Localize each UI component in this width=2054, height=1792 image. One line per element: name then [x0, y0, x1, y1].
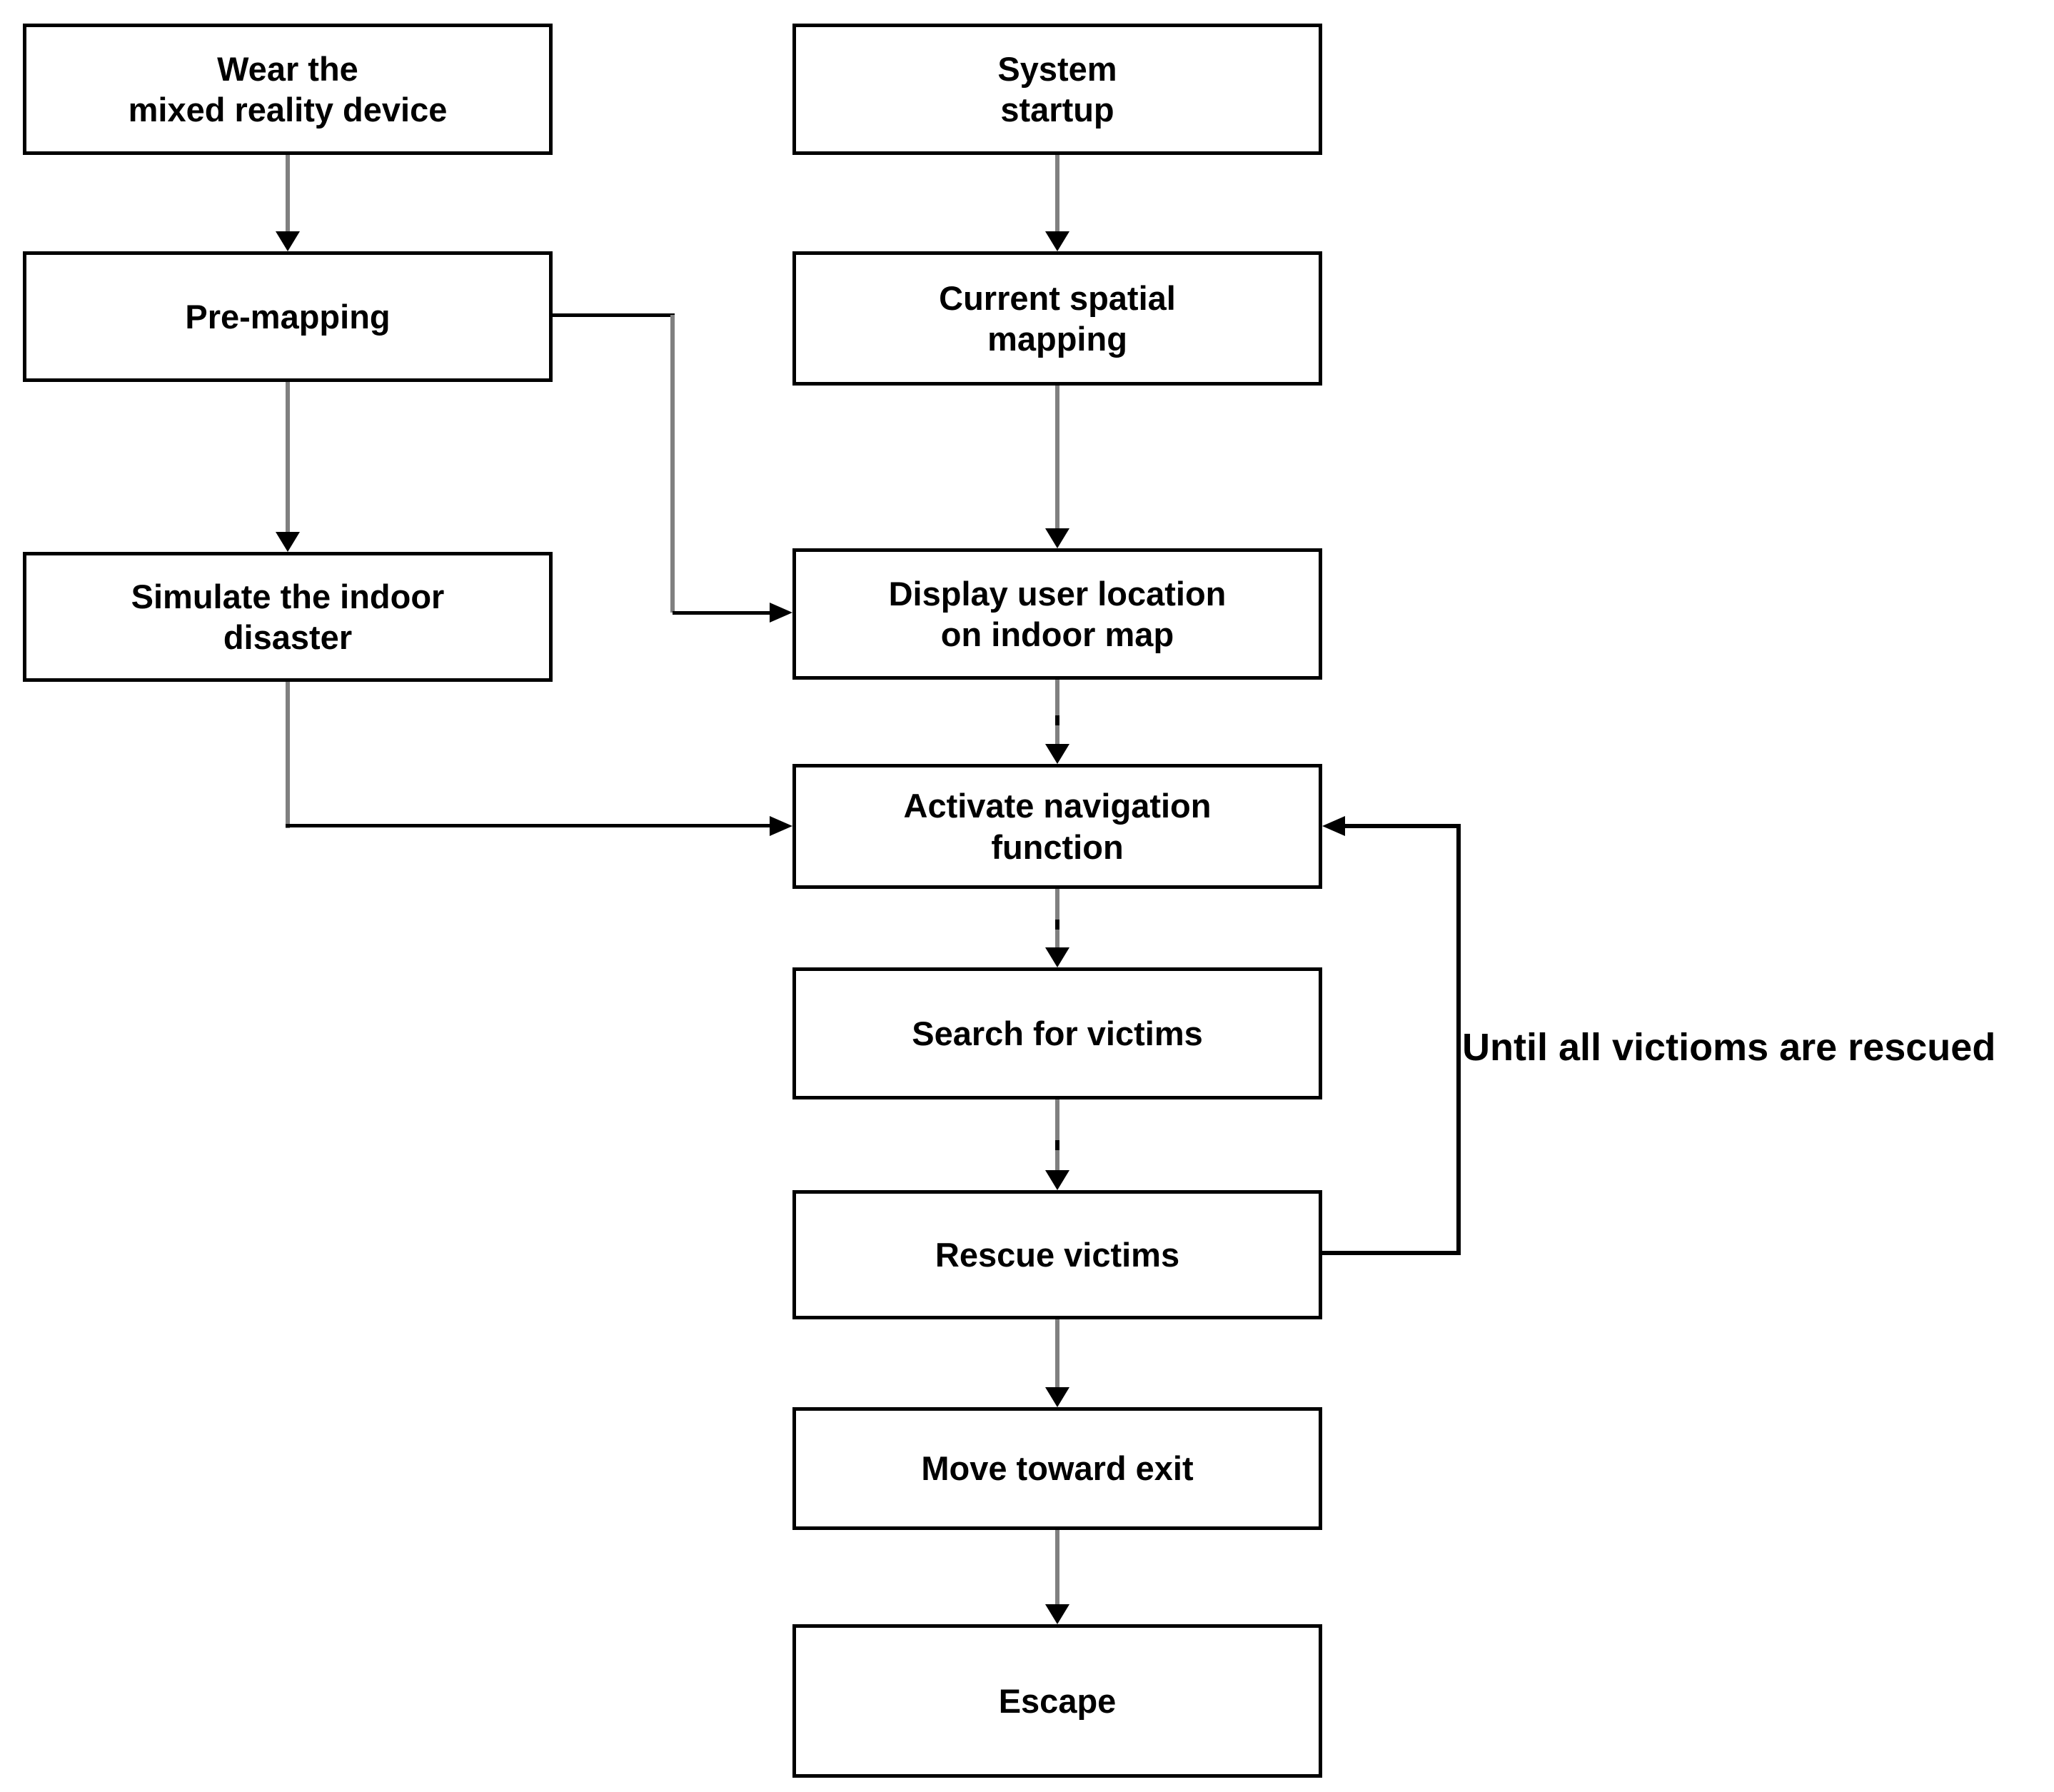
arrowhead-down-icon	[1045, 1604, 1069, 1624]
node-activate-navigation: Activate navigation function	[792, 764, 1322, 889]
node-label: Simulate the indoor disaster	[131, 577, 445, 656]
node-move-toward-exit: Move toward exit	[792, 1407, 1322, 1530]
arrowhead-down-icon	[276, 231, 300, 251]
node-system-startup: System startup	[792, 24, 1322, 155]
edge-activate-to-search	[1055, 889, 1059, 947]
node-pre-mapping: Pre-mapping	[23, 251, 553, 382]
edge-premapping-to-display-segment	[553, 313, 675, 317]
arrowhead-down-icon	[276, 532, 300, 552]
node-label: Pre-mapping	[185, 297, 391, 336]
node-label: System startup	[997, 49, 1117, 129]
node-search-for-victims: Search for victims	[792, 967, 1322, 1099]
arrowhead-right-icon	[770, 816, 792, 836]
edge-rescue-loop-segment	[1322, 1251, 1461, 1255]
loop-label: Until all victioms are rescued	[1462, 1026, 1996, 1069]
edge-rescue-loop-segment	[1456, 824, 1461, 1255]
edge-spatialmapping-to-display	[1055, 386, 1059, 528]
node-label: Search for victims	[912, 1014, 1203, 1052]
edge-tick-mark	[1055, 715, 1059, 725]
edge-tick-mark	[1055, 920, 1059, 930]
arrowhead-down-icon	[1045, 528, 1069, 548]
edge-simulate-to-activate-segment	[286, 824, 770, 827]
arrowhead-left-icon	[1322, 816, 1345, 836]
arrowhead-down-icon	[1045, 744, 1069, 764]
edge-rescue-loop-segment	[1345, 824, 1461, 828]
arrowhead-down-icon	[1045, 947, 1069, 967]
edge-simulate-to-activate-segment	[286, 682, 290, 828]
arrowhead-down-icon	[1045, 1170, 1069, 1190]
node-label: Current spatial mapping	[939, 278, 1176, 358]
edge-premapping-to-simulate	[286, 382, 290, 532]
edge-move-to-escape	[1055, 1530, 1059, 1604]
node-label: Escape	[998, 1681, 1117, 1720]
edge-wear-to-premapping	[286, 155, 290, 231]
edge-display-to-activate	[1055, 680, 1059, 744]
edge-tick-mark	[1055, 1140, 1059, 1150]
arrowhead-down-icon	[1045, 1387, 1069, 1407]
node-rescue-victims: Rescue victims	[792, 1190, 1322, 1319]
node-simulate-disaster: Simulate the indoor disaster	[23, 552, 553, 682]
node-label: Move toward exit	[921, 1449, 1194, 1488]
arrowhead-right-icon	[770, 603, 792, 623]
edge-rescue-to-move	[1055, 1319, 1059, 1387]
node-display-user-location: Display user location on indoor map	[792, 548, 1322, 680]
node-label: Activate navigation function	[903, 787, 1212, 866]
node-wear-device: Wear the mixed reality device	[23, 24, 553, 155]
arrowhead-down-icon	[1045, 231, 1069, 251]
edge-startup-to-spatialmapping	[1055, 155, 1059, 231]
edge-premapping-to-display-segment	[673, 611, 770, 615]
node-label: Wear the mixed reality device	[128, 49, 448, 129]
node-current-spatial-mapping: Current spatial mapping	[792, 251, 1322, 386]
edge-premapping-to-display-segment	[670, 315, 675, 613]
node-label: Rescue victims	[935, 1235, 1180, 1274]
node-escape: Escape	[792, 1624, 1322, 1778]
edge-search-to-rescue	[1055, 1099, 1059, 1170]
node-label: Display user location on indoor map	[888, 574, 1227, 653]
